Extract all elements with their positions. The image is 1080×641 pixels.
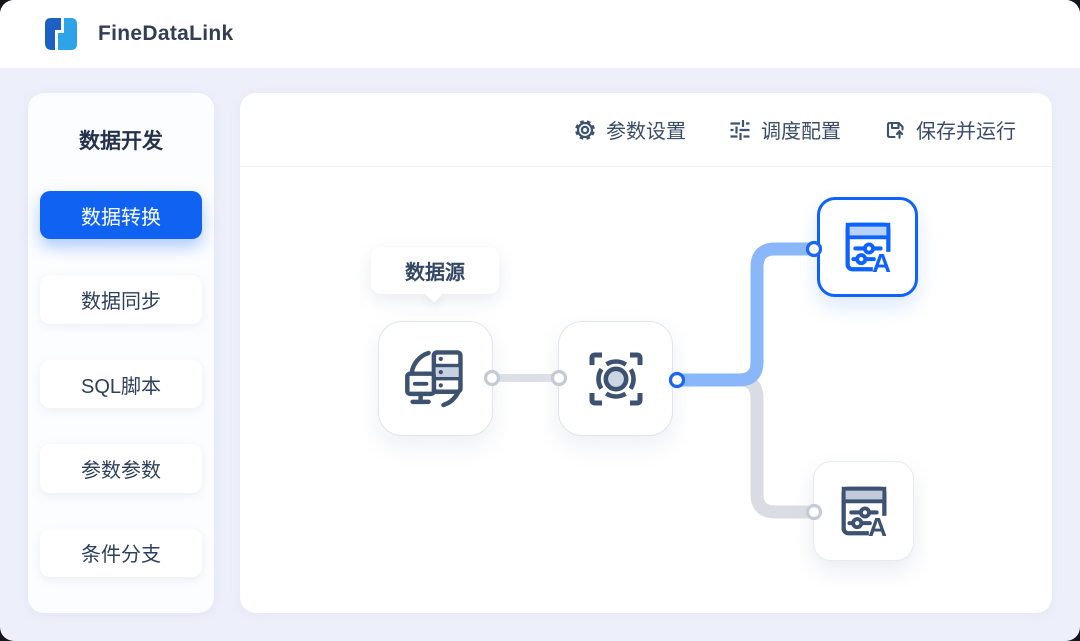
- sidebar-item-sql-script[interactable]: SQL脚本: [40, 359, 202, 409]
- top-bar: FineDataLink: [0, 0, 1080, 68]
- sidebar-item-condition-branch[interactable]: 条件分支: [40, 528, 202, 578]
- sidebar-item-data-sync[interactable]: 数据同步: [40, 275, 202, 324]
- main-panel: 参数设置 调度配置 保存并运行: [240, 93, 1052, 613]
- toolbar-label: 参数设置: [606, 121, 686, 143]
- finedatalink-logo-icon: [45, 18, 77, 50]
- gear-icon: [575, 119, 595, 140]
- source-tooltip: 数据源: [371, 247, 499, 303]
- sidebar-header: 数据开发: [79, 130, 163, 153]
- sidebar-item-data-transform[interactable]: 数据转换: [40, 191, 202, 240]
- sidebar-item-parameters[interactable]: 参数参数: [40, 444, 202, 493]
- sidebar: 数据开发 数据转换 数据同步 SQL脚本 参数参数 条件分支: [28, 93, 214, 613]
- node-output-bottom[interactable]: A: [813, 461, 914, 561]
- connector-transform-output-bottom: [677, 373, 813, 519]
- focus-target-icon: [589, 352, 642, 405]
- data-source-icon: [404, 349, 463, 407]
- output-letter: A: [872, 248, 891, 278]
- node-transform[interactable]: [558, 321, 673, 436]
- flow-canvas[interactable]: 数据源: [240, 167, 1052, 612]
- sliders-icon: [730, 119, 750, 140]
- tooltip-pointer: [424, 283, 444, 303]
- toolbar-button-schedule-config[interactable]: 调度配置: [728, 115, 841, 144]
- toolbar-button-save-run[interactable]: 保存并运行: [883, 115, 1016, 144]
- connector-transform-output-top: [677, 242, 818, 387]
- table-output-icon: A: [841, 486, 892, 542]
- node-output-top[interactable]: A: [817, 197, 918, 297]
- canvas-toolbar: 参数设置 调度配置 保存并运行: [240, 93, 1052, 167]
- table-output-icon: A: [845, 222, 896, 278]
- toolbar-label: 调度配置: [761, 121, 841, 143]
- app-title: FineDataLink: [98, 22, 234, 45]
- source-tooltip-label: 数据源: [405, 262, 465, 284]
- output-letter: A: [868, 512, 887, 542]
- save-run-icon: [886, 121, 904, 139]
- toolbar-label: 保存并运行: [916, 121, 1016, 143]
- toolbar-button-param-settings[interactable]: 参数设置: [573, 115, 686, 144]
- node-data-source[interactable]: [378, 321, 493, 436]
